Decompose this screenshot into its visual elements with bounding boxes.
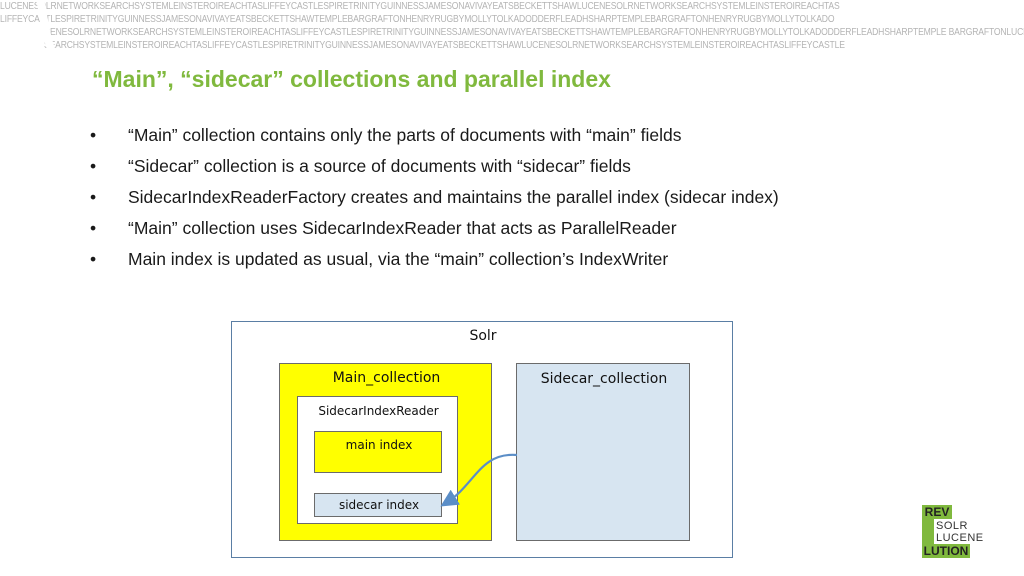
solr-label: Solr bbox=[469, 328, 497, 344]
sidecar-index-label: sidecar index bbox=[338, 498, 420, 512]
sidecar-collection-box: Sidecar_collection bbox=[516, 363, 690, 541]
banner-text-line: CENESOLRNETWORKSEARCHSYSTEMLEINSTEROIREA… bbox=[44, 27, 1024, 38]
banner-text-line: LIFFEYCASTLESPIRETRINITYGUINNESSJAMESONA… bbox=[0, 14, 835, 25]
main-collection-label: Main_collection bbox=[332, 370, 441, 386]
logo-lution: LUTION bbox=[922, 544, 970, 558]
bullet-item: • “Main” collection contains only the par… bbox=[88, 124, 918, 146]
bullet-text: “Main” collection uses SidecarIndexReade… bbox=[128, 218, 677, 238]
banner-swoosh-icon bbox=[0, 0, 56, 52]
sidecar-collection-label: Sidecar_collection bbox=[540, 371, 668, 387]
logo-rev: REV bbox=[922, 505, 952, 519]
bullet-dot: • bbox=[90, 125, 97, 145]
bullet-list: • “Main” collection contains only the par… bbox=[88, 124, 918, 279]
bullet-item: • “Sidecar” collection is a source of doc… bbox=[88, 155, 918, 177]
bullet-item: • Main index is updated as usual, via the… bbox=[88, 248, 918, 270]
revolution-logo: REV SOLR LUCENE LUTION bbox=[922, 505, 1018, 559]
sidecar-index-box: sidecar index bbox=[314, 493, 442, 517]
bullet-dot: • bbox=[90, 249, 97, 269]
bullet-text: “Main” collection contains only the part… bbox=[128, 125, 682, 145]
banner-text-line: SEARCHSYSTEMLEINSTEROIREACHTASLIFFEYCAST… bbox=[44, 40, 845, 51]
bullet-dot: • bbox=[90, 218, 97, 238]
logo-solr: SOLR bbox=[936, 520, 968, 532]
banner-text-line: LUCENESOLRNETWORKSEARCHSYSTEMLEINSTEROIR… bbox=[0, 1, 840, 12]
bullet-text: “Sidecar” collection is a source of docu… bbox=[128, 156, 631, 176]
header-banner: LUCENESOLRNETWORKSEARCHSYSTEMLEINSTEROIR… bbox=[0, 0, 1024, 52]
logo-bar-icon bbox=[922, 519, 934, 544]
sidecar-index-reader-label: SidecarIndexReader bbox=[318, 404, 439, 418]
bullet-dot: • bbox=[90, 187, 97, 207]
logo-lucene: LUCENE bbox=[936, 532, 984, 544]
slide-title: “Main”, “sidecar” collections and parall… bbox=[92, 66, 611, 92]
bullet-text: Main index is updated as usual, via the … bbox=[128, 249, 669, 269]
main-index-label: main index bbox=[345, 438, 413, 452]
main-index-box: main index bbox=[314, 431, 442, 473]
bullet-item: • “Main” collection uses SidecarIndexRead… bbox=[88, 217, 918, 239]
bullet-text: SidecarIndexReaderFactory creates and ma… bbox=[128, 187, 779, 207]
bullet-item: • SidecarIndexReaderFactory creates and m… bbox=[88, 186, 918, 208]
bullet-dot: • bbox=[90, 156, 97, 176]
